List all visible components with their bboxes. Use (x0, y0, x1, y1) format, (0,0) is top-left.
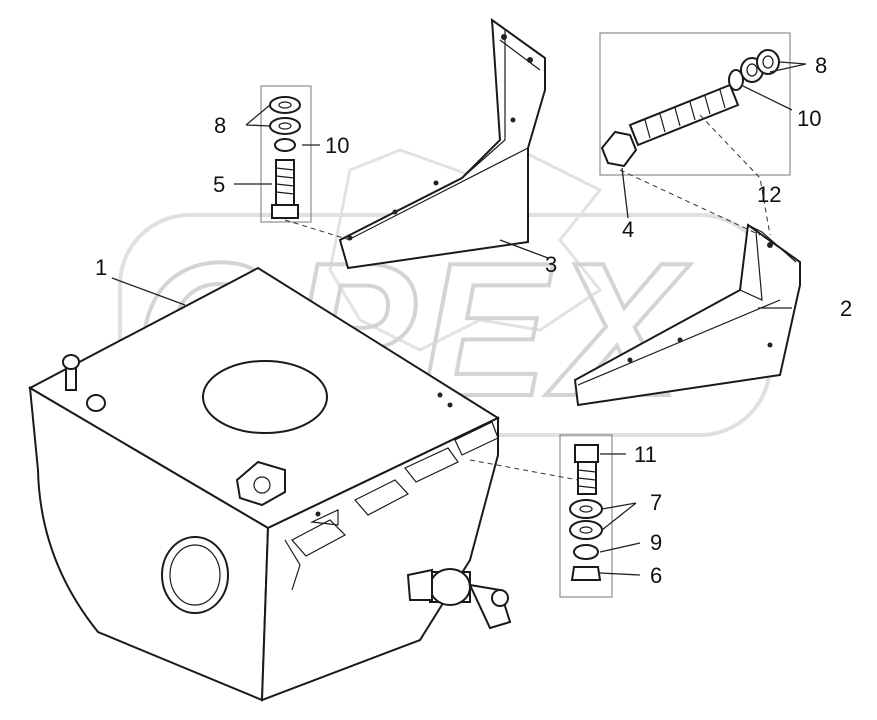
callout-2: 2 (840, 296, 852, 321)
callout-8-right: 8 (815, 53, 827, 78)
fuel-tank (27, 266, 512, 702)
callout-12: 12 (757, 182, 781, 207)
leader-lines (111, 61, 807, 576)
callout-10-right: 10 (797, 106, 821, 131)
callout-8-left: 8 (214, 113, 226, 138)
callout-3: 3 (545, 252, 557, 277)
fastener-set-12 (599, 32, 791, 236)
callout-labels: 1 2 3 4 5 6 7 8 8 9 10 10 11 12 (95, 53, 852, 588)
callout-10-left: 10 (325, 133, 349, 158)
callout-9: 9 (650, 530, 662, 555)
callout-5: 5 (213, 172, 225, 197)
callout-1: 1 (95, 255, 107, 280)
callout-7: 7 (650, 490, 662, 515)
fastener-set-left (260, 85, 351, 241)
bracket-2 (573, 223, 801, 407)
callout-11: 11 (634, 442, 657, 467)
callout-4: 4 (622, 217, 634, 242)
callout-6: 6 (650, 563, 662, 588)
bracket-3 (338, 17, 546, 270)
